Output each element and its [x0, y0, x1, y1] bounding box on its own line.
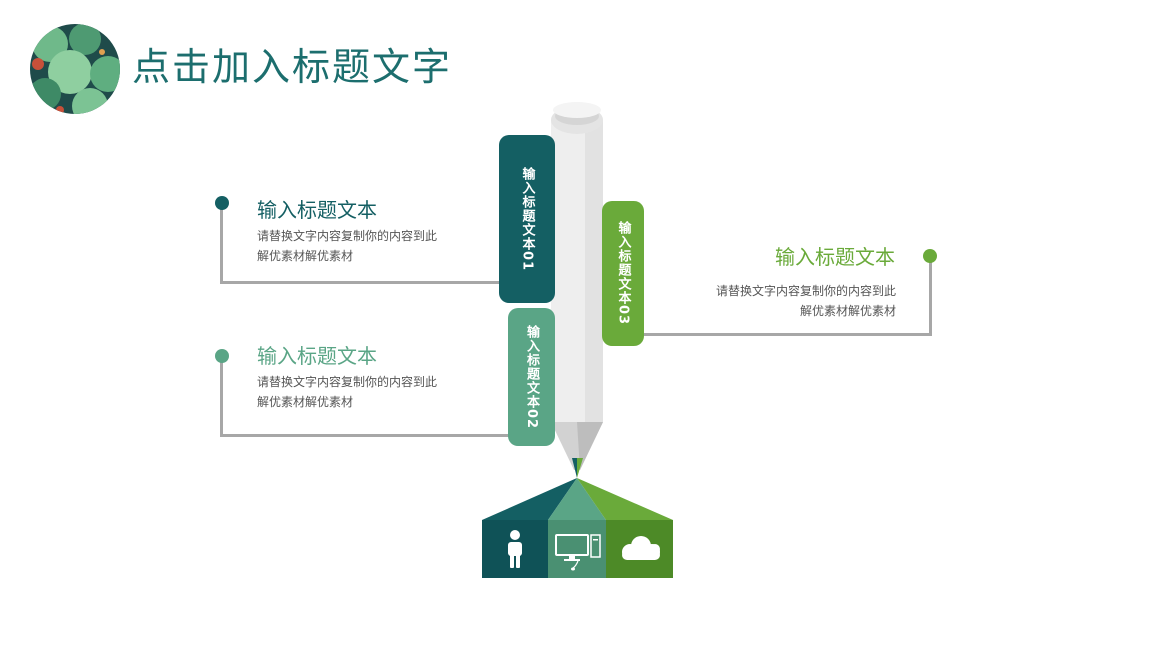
- page-title: 点击加入标题文字: [132, 45, 453, 89]
- cloud-icon: [622, 536, 660, 560]
- connector-line-3-horizontal: [630, 333, 932, 336]
- pencil-lead-left: [572, 458, 577, 478]
- callout-2-title: 输入标题文本: [257, 344, 377, 368]
- connector-line-3-vertical: [929, 257, 932, 336]
- pencil-top-highlight: [553, 102, 601, 118]
- logo-image: [30, 24, 120, 114]
- pencil-tab-02: 输入标题文本02: [508, 308, 555, 446]
- callout-2-body: 请替换文字内容复制你的内容到此 解优素材解优素材: [257, 372, 487, 412]
- base-cell-computer: [548, 520, 606, 578]
- pencil-tip-wood-shade: [577, 422, 603, 470]
- person-icon: [508, 530, 522, 568]
- connector-line-1-horizontal: [220, 281, 515, 284]
- callout-3-dot: [923, 249, 937, 263]
- pencil-lead-right: [577, 458, 583, 478]
- callout-2-line1: 请替换文字内容复制你的内容到此: [257, 375, 438, 389]
- callout-1-line2: 解优素材解优素材: [257, 249, 354, 263]
- callout-2-dot: [215, 349, 229, 363]
- callout-3-title: 输入标题文本: [775, 245, 895, 269]
- callout-3-body: 请替换文字内容复制你的内容到此 解优素材解优素材: [660, 281, 896, 321]
- pencil-tab-02-label: 输入标题文本02: [524, 324, 539, 430]
- pencil-tab-03-label: 输入标题文本03: [615, 221, 631, 326]
- pencil-body-shade: [585, 120, 603, 422]
- callout-3-line2: 解优素材解优素材: [799, 304, 896, 318]
- connector-line-1-vertical: [220, 204, 223, 284]
- callout-1-body: 请替换文字内容复制你的内容到此 解优素材解优素材: [257, 226, 487, 266]
- connector-line-2-horizontal: [220, 434, 520, 437]
- pencil-tab-01-label: 输入标题文本01: [519, 166, 535, 272]
- base-fan-right: [577, 478, 673, 520]
- base-fan-mid: [548, 478, 606, 520]
- pencil-tab-01: 输入标题文本01: [499, 135, 555, 303]
- callout-1-dot: [215, 196, 229, 210]
- callout-3-line1: 请替换文字内容复制你的内容到此: [715, 284, 896, 298]
- connector-line-2-vertical: [220, 358, 223, 437]
- base-fan-left: [482, 478, 577, 520]
- callout-1-line1: 请替换文字内容复制你的内容到此: [257, 229, 438, 243]
- callout-1-title: 输入标题文本: [257, 198, 377, 222]
- computer-icon: [555, 534, 601, 571]
- callout-2-line2: 解优素材解优素材: [257, 395, 354, 409]
- pencil-tab-03: 输入标题文本03: [602, 201, 644, 346]
